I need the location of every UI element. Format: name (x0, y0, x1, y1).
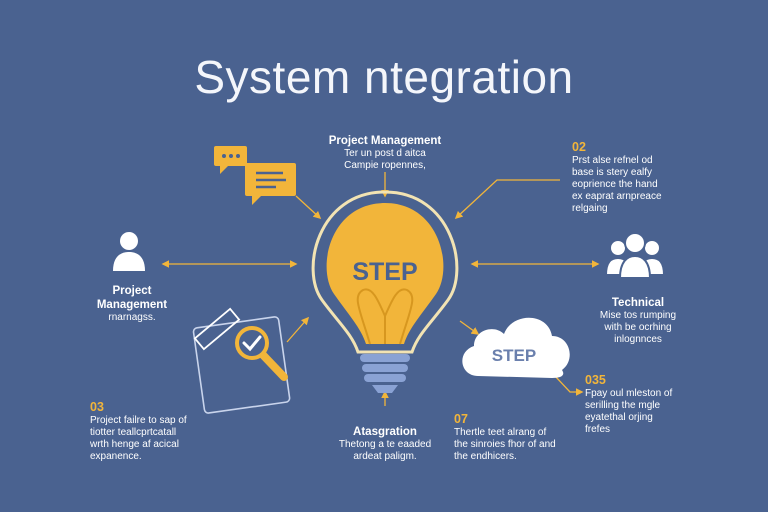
block-heading: Technical (611, 297, 665, 309)
cloud-icon: STEP (462, 317, 570, 378)
block-number: 02 (572, 140, 586, 154)
block-035: 035 Fpay oul mleston of serilling the mg… (585, 373, 725, 436)
block-line: frefes (585, 424, 611, 435)
block-line: ardeat paligm. (353, 451, 417, 462)
block-number: 03 (90, 400, 104, 414)
page-title: System ntegration (194, 51, 574, 103)
bulb-label: STEP (352, 258, 417, 286)
block-project-management-left: Project Management rnarnagss. (62, 284, 202, 324)
arrow-035 (554, 375, 584, 396)
block-line: wrth henge af acical (90, 439, 179, 450)
block-line: Thertle teet alrang of (454, 427, 547, 438)
block-line: Campie ropennes, (344, 160, 426, 171)
block-heading: Management (96, 299, 168, 311)
block-number: 07 (454, 412, 468, 426)
arrow-chat (295, 195, 322, 220)
block-line: Project failre to sap of (90, 415, 187, 426)
block-line: base is stery ealfy (572, 167, 653, 178)
block-line: the sinroies fhor of and (454, 439, 556, 450)
block-line: Mise tos rumping (599, 310, 677, 321)
block-line: inlognnces (614, 334, 662, 345)
cloud-label: STEP (492, 346, 536, 365)
block-number: 035 (585, 373, 606, 387)
block-03: 03 Project failre to sap of tiotter teal… (90, 400, 260, 463)
block-line: tiotter teallcprtcatall (90, 427, 177, 438)
block-line: eyatethal orjing (585, 412, 653, 423)
block-02: 02 Prst alse refnel od base is stery eal… (572, 140, 722, 215)
block-line: eoprience the hand (572, 179, 658, 190)
lightbulb-icon: STEP (311, 190, 459, 393)
chat-bubbles-icon (214, 146, 296, 205)
connector-arrows (161, 172, 600, 406)
arrow-cloud (459, 320, 480, 335)
block-line: ex eaprat arnpreace (572, 191, 662, 202)
block-line: Prst alse refnel od (572, 155, 653, 166)
block-line: serilling the mgle (585, 400, 661, 411)
block-line: Ter un post d aitca (344, 148, 426, 159)
block-heading: Project Management (328, 135, 442, 147)
block-line: rnarnagss. (108, 312, 156, 323)
magnifier-check-icon (192, 307, 291, 414)
block-line: the endhicers. (454, 451, 517, 462)
block-atasgration: Atasgration Thetong a te eaaded ardeat p… (318, 425, 452, 463)
block-07: 07 Thertle teet alrang of the sinroies f… (454, 412, 604, 463)
block-line: relgaing (572, 203, 608, 214)
group-icon (604, 232, 666, 279)
block-line: Thetong a te eaaded (338, 439, 432, 450)
arrow-magnifier (286, 316, 310, 343)
block-heading: Project (112, 285, 152, 297)
block-heading: Atasgration (353, 426, 417, 438)
block-line: expanence. (90, 451, 142, 462)
user-icon (113, 232, 145, 271)
block-line: with be ocrhing (604, 322, 672, 333)
block-line: Fpay oul mleston of (585, 388, 673, 399)
arrow-02 (454, 179, 560, 220)
block-project-management-top: Project Management Ter un post d aitca C… (300, 134, 470, 172)
block-technical: Technical Mise tos rumping with be ocrhi… (568, 296, 708, 346)
